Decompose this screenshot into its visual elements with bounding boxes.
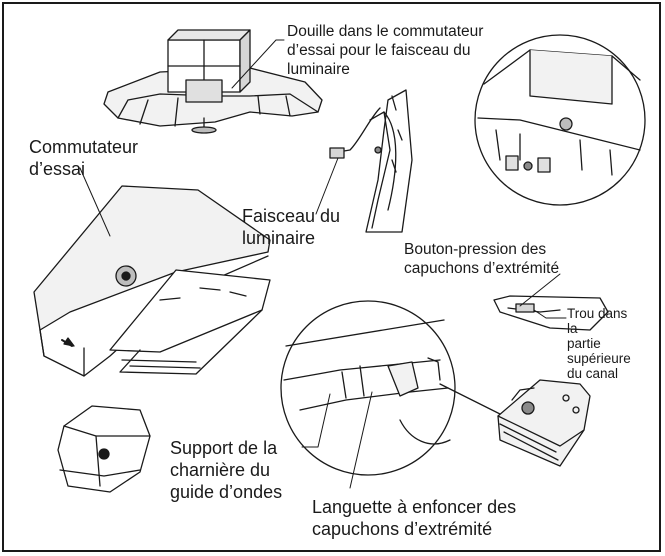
housing-small-view xyxy=(57,405,151,493)
leader-languette xyxy=(349,391,373,489)
label-douille: Douille dans le commutateur d’essai pour… xyxy=(287,23,484,78)
leader-lines xyxy=(79,39,567,489)
label-bouton-pression: Bouton-pression des capuchons d’extrémit… xyxy=(404,241,560,277)
switch-closeup-circle xyxy=(474,34,646,206)
housing-top-view xyxy=(103,29,323,134)
leader-support xyxy=(301,393,331,448)
label-support-charniere: Support de la charnière du guide d’ondes xyxy=(170,438,283,502)
harness-channel-view xyxy=(329,89,413,233)
label-trou-canal: Trou dans la partie supérieure du canal xyxy=(567,306,631,381)
tab-closeup-circle xyxy=(280,300,456,476)
leader-commutateur xyxy=(79,167,111,237)
leader-faisceau xyxy=(315,157,339,215)
leader-douille xyxy=(231,39,285,89)
leader-trou xyxy=(533,309,567,319)
label-faisceau-luminaire: Faisceau du luminaire xyxy=(242,206,341,248)
label-commutateur-essai: Commutateur d’essai xyxy=(29,137,139,179)
leader-bouton-pression xyxy=(519,273,561,307)
housing-open-view xyxy=(33,185,271,377)
label-languette: Languette à enfoncer des capuchons d’ext… xyxy=(312,497,517,539)
